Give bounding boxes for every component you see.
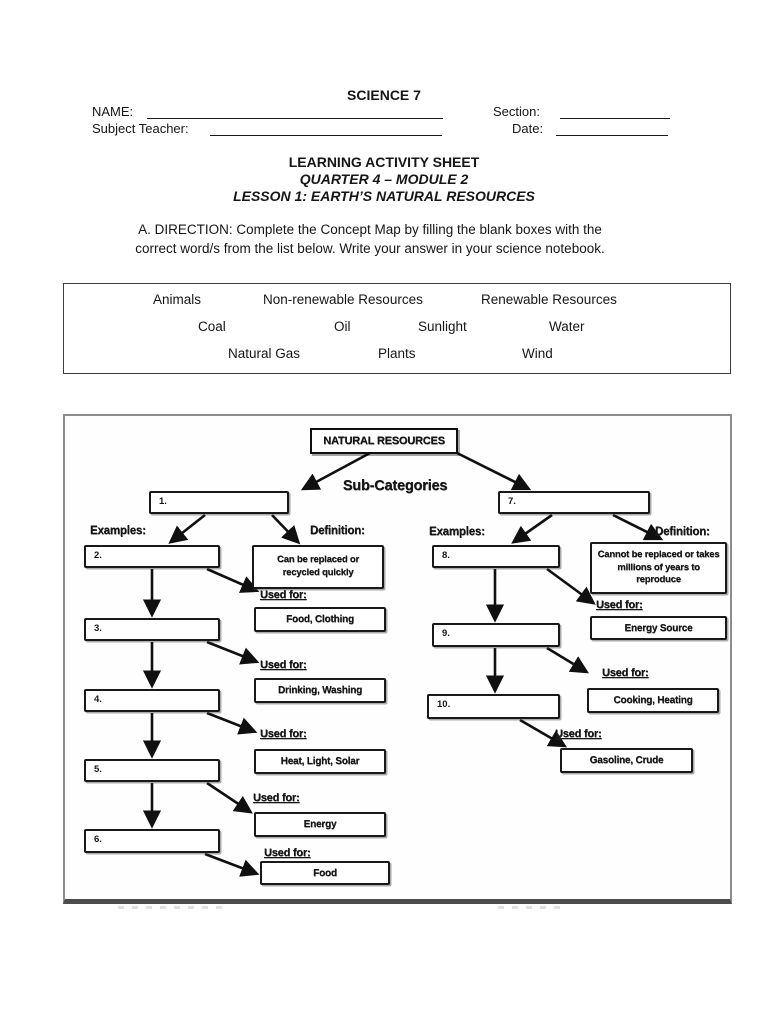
scan-artifact [118,906,222,909]
word-bank-item: Natural Gas [228,346,301,361]
direction-line-1: A. DIRECTION: Complete the Concept Map b… [138,222,602,237]
blank-box-6[interactable]: 6. [84,829,220,853]
course-title: SCIENCE 7 [347,87,421,103]
section-label: Section: [493,104,540,119]
used-for-label: Used for: [260,659,307,671]
examples-label-right: Examples: [429,526,485,538]
subject-teacher-blank-line[interactable] [210,122,442,136]
concept-map: NATURAL RESOURCES Sub-Categories 1. 7. E… [63,414,732,904]
used-for-label: Used for: [260,728,307,740]
word-bank-item: Sunlight [418,319,467,334]
blank-box-7[interactable]: 7. [498,491,650,514]
used-for-label: Used for: [260,589,307,601]
date-blank-line[interactable] [556,122,668,136]
word-bank-item: Wind [522,346,553,361]
quarter-module-title: QUARTER 4 – MODULE 2 [299,171,469,187]
definition-box-right: Cannot be replaced or takes millions of … [590,542,727,594]
used-for-box-drinking-washing: Drinking, Washing [254,678,386,703]
used-for-label: Used for: [602,667,649,679]
sheet-title: LEARNING ACTIVITY SHEET [288,154,480,170]
word-bank-item: Non-renewable Resources [263,292,423,307]
used-for-box-energy: Energy [254,812,386,837]
connector-arrows [142,451,664,877]
blank-box-2[interactable]: 2. [84,545,220,568]
blank-box-10[interactable]: 10. [427,694,560,719]
used-for-box-food: Food [260,861,390,885]
used-for-label: Used for: [555,728,602,740]
lesson-title: LESSON 1: EARTH’S NATURAL RESOURCES [233,188,535,204]
used-for-box-gasoline-crude: Gasoline, Crude [560,748,693,773]
direction-line-2: correct word/s from the list below. Writ… [135,240,605,256]
used-for-label: Used for: [596,599,643,611]
subcategories-heading: Sub-Categories [342,478,448,494]
blank-box-9[interactable]: 9. [432,623,560,647]
word-bank-item: Plants [378,346,416,361]
used-for-box-energy-source: Energy Source [590,616,727,640]
examples-label-left: Examples: [90,525,146,537]
name-label: NAME: [92,104,134,119]
used-for-label: Used for: [253,792,300,804]
word-bank-item: Oil [334,319,351,334]
used-for-box-cooking-heating: Cooking, Heating [587,688,719,713]
blank-box-5[interactable]: 5. [84,759,220,782]
subject-teacher-label: Subject Teacher: [92,121,189,136]
used-for-box-heat-light-solar: Heat, Light, Solar [254,749,386,774]
word-bank-item: Water [549,319,585,334]
scan-artifact [498,906,562,909]
section-blank-line[interactable] [560,105,670,119]
word-bank-item: Coal [198,319,226,334]
root-box: NATURAL RESOURCES [310,428,458,454]
definition-box-left: Can be replaced or recycled quickly [252,545,384,589]
word-bank-item: Renewable Resources [481,292,617,307]
date-label: Date: [512,121,544,136]
blank-box-4[interactable]: 4. [84,689,220,712]
definition-label-left: Definition: [310,525,365,537]
used-for-box-food-clothing: Food, Clothing [254,607,386,632]
word-bank: Animals Non-renewable Resources Renewabl… [63,283,731,374]
used-for-label: Used for: [264,847,311,859]
blank-box-8[interactable]: 8. [432,545,560,568]
word-bank-item: Animals [153,292,202,307]
direction-text: A. DIRECTION: Complete the Concept Map b… [0,221,740,258]
definition-label-right: Definition: [655,526,710,538]
blank-box-1[interactable]: 1. [149,491,289,514]
name-blank-line[interactable] [147,105,443,119]
blank-box-3[interactable]: 3. [84,618,220,641]
